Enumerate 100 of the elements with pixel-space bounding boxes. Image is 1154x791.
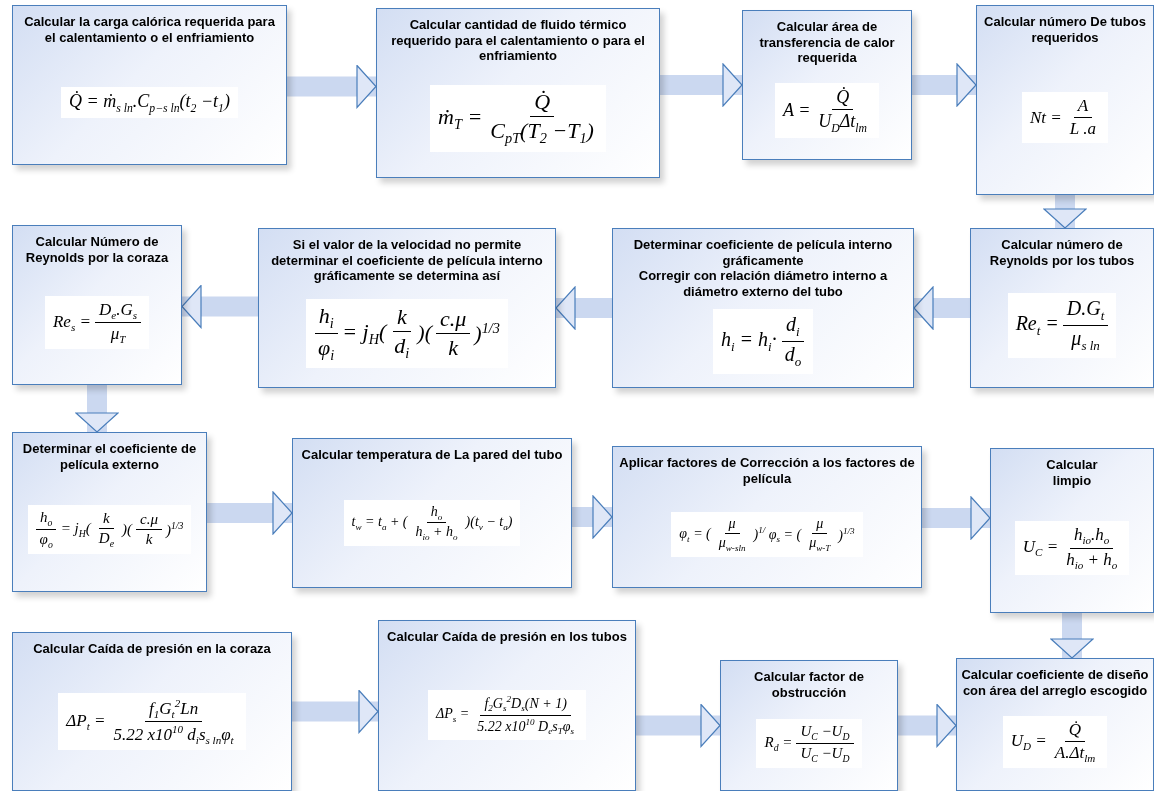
step-box — [292, 438, 572, 588]
block-arrow — [922, 496, 991, 540]
fraction-numerator: k — [392, 304, 411, 333]
block-arrow — [660, 63, 743, 107]
step-box — [970, 228, 1154, 388]
fraction-denominator: 5.22 x10$^{10}$ d$_{i}$s$_{s ln}$φ$_{t}$ — [112, 721, 235, 746]
fraction-numerator: D.G$_{t}$ — [1062, 297, 1109, 327]
block-arrow — [572, 495, 613, 539]
formula-text: = j$_{H}$( — [59, 520, 92, 540]
formula-text: U$_{C}$ = — [1021, 537, 1060, 559]
fraction-numerator: c.μ — [436, 305, 471, 334]
fraction-denominator: k — [144, 530, 154, 549]
step-box — [12, 225, 182, 385]
step-box — [990, 448, 1154, 613]
step-heading: limpio — [1052, 472, 1092, 489]
fraction-numerator: D$_{e}$.G$_{s}$ — [94, 299, 141, 324]
step-heading: Calcular coeficiente de diseño con área del arreglo escogido — [961, 667, 1149, 699]
fraction-numerator: c.μ — [136, 511, 162, 531]
step-box — [378, 620, 636, 791]
fraction-numerator: h$_{io}$.h$_{o}$ — [1070, 525, 1114, 549]
fraction-denominator: μ$_{w-sln}$ — [717, 534, 747, 553]
fraction-denominator: d$_{i}$ — [393, 332, 411, 363]
step-box — [976, 5, 1154, 195]
fraction-numerator: Q̇ — [530, 89, 555, 118]
formula-text: R$_{d}$ = — [763, 733, 794, 753]
step-box — [612, 446, 922, 588]
fraction-numerator: f$_{1}$G$_{t}$$^{2}$Ln — [145, 696, 203, 722]
step-box — [742, 10, 912, 160]
fraction-denominator: φ$_{i}$ — [317, 333, 336, 365]
formula-text: t$_{w}$ = t$_{a}$ + ( — [350, 513, 409, 532]
fraction-numerator: Q̇ — [832, 86, 854, 110]
formula-text: )( — [120, 521, 134, 539]
formula-text: φ$_{t}$ = ( — [678, 525, 712, 544]
step-heading: Calcular área de transferencia de calor requerida — [758, 19, 896, 66]
formula-text: ΔP$_{s}$ = — [434, 706, 471, 725]
step-heading: Calcular — [1046, 457, 1098, 473]
block-arrow — [207, 491, 293, 535]
formula-text: = j$_{H}$( — [341, 318, 389, 349]
fraction-numerator: A — [1073, 96, 1093, 119]
block-arrow — [912, 63, 977, 107]
block-arrow — [898, 703, 957, 748]
formula-text: )(t$_{v}$ − t$_{a}$) — [464, 513, 514, 532]
fraction-numerator: f$_{2}$G$_{s}$$^{2}$D$_{s}$(N + 1) — [480, 694, 571, 716]
formula-text: A = — [781, 99, 812, 121]
fraction-denominator: μ$_{s ln}$ — [1070, 326, 1101, 355]
step-heading: Calcular temperatura de La pared del tubo — [301, 447, 563, 463]
step-heading: Determinar el coeficiente de película externo — [21, 441, 198, 473]
block-arrow — [287, 64, 377, 109]
step-heading: Calcular la carga calórica requerida para el calentamiento o el enfriamiento — [23, 14, 276, 46]
formula-text: )$^{1/3}$ — [472, 319, 501, 348]
step-box — [12, 632, 292, 791]
block-arrow — [913, 286, 970, 330]
formula-text: Q̇ = ṁ$_{s ln}$.C$_{p−s ln}$(t$_{2}$ −t$_{1}$) — [68, 90, 231, 115]
fraction-numerator: h$_{o}$ — [426, 503, 447, 524]
fraction-numerator: μ — [724, 516, 740, 535]
fraction-denominator: μ$_{w-T}$ — [808, 534, 832, 553]
block-arrow — [636, 703, 721, 748]
fraction-numerator: h$_{o}$ — [35, 509, 57, 531]
fraction-denominator: L .a — [1068, 118, 1097, 140]
block-arrow — [555, 286, 612, 330]
step-heading: Calcular Caída de presión en la coraza — [33, 641, 271, 657]
step-box — [12, 5, 287, 165]
fraction-denominator: h$_{io}$ + h$_{o}$ — [414, 523, 459, 543]
fraction-denominator: A.Δt$_{lm}$ — [1053, 741, 1097, 765]
step-heading: Calcular número de Reynolds por los tubos — [988, 237, 1136, 269]
step-heading: Aplicar factores de Corrección a los factores de película — [618, 455, 916, 487]
step-heading: Si el valor de la velocidad no permite determinar el coeficiente de película interno gráficamente se determina así — [270, 237, 544, 284]
fraction-denominator: D$_{e}$ — [97, 529, 115, 550]
step-heading: Calcular Número de Reynolds por la coraza — [24, 234, 170, 266]
fraction-numerator: Q̇ — [1064, 719, 1086, 742]
formula-text: )$^{1/3}$ — [836, 525, 856, 544]
formula-text: ΔP$_{t}$ = — [64, 710, 107, 732]
step-box — [720, 660, 898, 791]
fraction-denominator: h$_{io}$ + h$_{o}$ — [1065, 548, 1119, 571]
formula-text: )$^{1/}$ φ$_{s}$ = ( — [752, 524, 803, 545]
formula-text: Re$_{s}$ = — [52, 311, 92, 334]
step-heading: Calcular número De tubos requeridos — [983, 14, 1147, 46]
step-heading: Determinar coeficiente de película interno gráficamente — [632, 237, 894, 269]
step-box — [258, 228, 556, 388]
fraction-denominator: k — [447, 333, 460, 361]
fraction-numerator: k — [99, 510, 114, 530]
block-arrow — [1043, 195, 1087, 229]
formula-text: h$_{i}$ = h$_{i}$· — [719, 327, 778, 355]
fraction-denominator: 5.22 x10$^{10}$ D$_{e}$s$_{T}$φ$_{s}$ — [476, 715, 576, 737]
formula-text: Nt = — [1029, 107, 1063, 128]
step-heading: Calcular factor de obstrucción — [753, 669, 865, 701]
formula-text: U$_{D}$ = — [1009, 731, 1048, 753]
step-heading: Corregir con relación diámetro interno a diámetro externo del tubo — [637, 268, 889, 300]
block-arrow — [292, 689, 379, 734]
fraction-denominator: C$_{pT}$(T$_{2}$ −T$_{1}$) — [489, 117, 595, 148]
fraction-denominator: U$_{D}$Δt$_{lm}$ — [817, 109, 868, 135]
step-box — [956, 658, 1154, 791]
fraction-denominator: μ$_{T}$ — [109, 323, 127, 346]
step-heading: Calcular Caída de presión en los tubos — [387, 629, 627, 645]
formula-text: )( — [415, 320, 434, 347]
fraction-denominator: d$_{o}$ — [783, 341, 803, 370]
fraction-numerator: h$_{i}$ — [314, 302, 338, 334]
formula-text: ṁ$_{T}$ = — [437, 103, 484, 134]
formula-text: Re$_{t}$ = — [1014, 312, 1060, 340]
fraction-numerator: d$_{i}$ — [782, 312, 804, 342]
